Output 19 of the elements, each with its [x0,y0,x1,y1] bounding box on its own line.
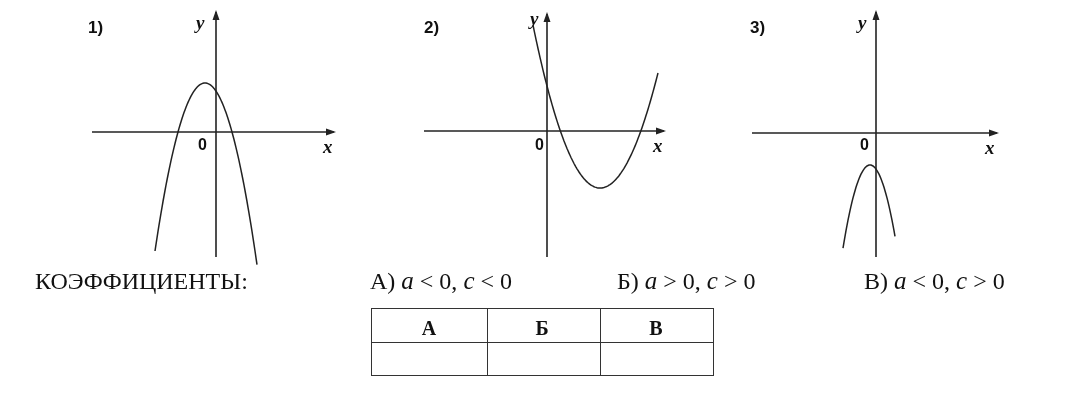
table-header-text: Б [535,317,549,340]
axis-label: x [653,135,663,157]
axis-label: y [858,12,867,34]
origin-label: 0 [535,136,544,154]
axis-label: y [196,12,205,34]
origin-label: 0 [860,136,869,154]
axis-label: x [323,136,333,158]
graph-number: 2) [424,18,440,38]
table-header-text: В [649,317,663,340]
graph-number: 3) [750,18,766,38]
origin-label: 0 [198,136,207,154]
option-text: А) a < 0, c < 0 [370,267,513,295]
table-header-text: А [421,317,437,340]
axis-label: x [985,137,995,159]
axis-label: y [530,8,539,30]
option-text: Б) a > 0, c > 0 [617,267,756,295]
heading-text: КОЭФФИЦИЕНТЫ: [35,268,248,295]
option-text: В) a < 0, c > 0 [864,267,1005,295]
graph-number: 1) [88,18,104,38]
